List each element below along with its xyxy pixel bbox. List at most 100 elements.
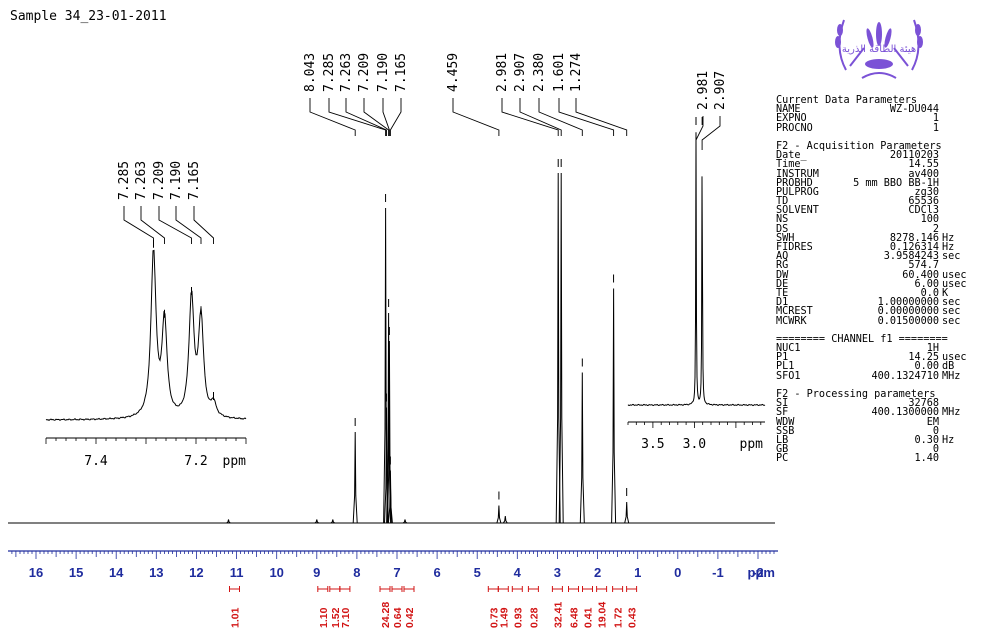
main-spectrum-trace — [8, 159, 775, 524]
inset-leader-line — [175, 206, 202, 244]
param-value: 0.30 — [914, 434, 939, 446]
inset-peak-label: 7.209 — [152, 161, 167, 200]
param-row: TD 65536 — [776, 196, 972, 208]
inset-peak-label: 7.190 — [169, 161, 184, 200]
integral-value: 24.28 — [380, 602, 392, 628]
integral-value: 32.41 — [552, 602, 564, 628]
axis-tick-label: 16 — [29, 565, 43, 580]
param-name: RG — [776, 260, 789, 272]
param-name: PROCNO — [776, 122, 813, 134]
spectrum-peak — [611, 288, 617, 524]
spectrum-peak — [624, 501, 630, 524]
param-unit — [939, 151, 972, 160]
axis-tick-label: -1 — [712, 565, 724, 580]
param-value: 100 — [920, 214, 939, 226]
param-unit: MHz — [942, 370, 961, 382]
param-value-group: 20110203 — [889, 150, 972, 162]
integral-value: 0.93 — [512, 607, 524, 628]
param-value: av400 — [908, 168, 939, 180]
inset-axis-label: ppm — [740, 437, 764, 452]
param-row: Date_ 20110203 — [776, 150, 972, 162]
leader-line — [389, 98, 402, 136]
axis-tick-label: -2 — [752, 565, 764, 580]
param-value: 60.400 — [902, 269, 939, 281]
param-unit: sec — [942, 297, 961, 309]
param-value-group: 5 mm BBO BB-1H — [853, 177, 972, 189]
param-value: 0.00 — [914, 361, 939, 373]
param-unit — [939, 418, 972, 427]
leader-line — [538, 98, 583, 136]
param-value: CDCl3 — [908, 205, 939, 217]
param-value: 20110203 — [889, 150, 939, 162]
integral-value: 1.10 — [318, 607, 330, 628]
leader-line — [519, 98, 562, 136]
param-unit — [939, 206, 972, 215]
param-name: INSTRUM — [776, 168, 819, 180]
integral-value: 1.01 — [230, 607, 242, 628]
param-name: EXPNO — [776, 113, 807, 125]
param-name: Date_ — [776, 150, 807, 162]
param-name: SI — [776, 398, 789, 410]
inset-peak-label: 7.165 — [187, 161, 202, 200]
param-unit: Hz — [942, 434, 955, 446]
integral-value: 7.10 — [340, 607, 352, 628]
param-unit — [939, 445, 972, 454]
spectrum-peak — [387, 470, 393, 524]
peak-label: 7.285 — [322, 53, 337, 92]
param-value: 1.00000000 — [877, 297, 939, 309]
axis-tick-label: 13 — [149, 565, 163, 580]
param-value: 5 mm BBO BB-1H — [853, 177, 939, 189]
spectrum-peak — [330, 519, 336, 524]
spectrum-peak — [386, 312, 392, 524]
param-value: 65536 — [908, 196, 939, 208]
leader-line — [345, 98, 387, 136]
param-unit: usec — [942, 269, 967, 281]
param-name: FIDRES — [776, 242, 813, 253]
param-value: 0.126314 — [889, 242, 939, 253]
param-unit: Hz — [942, 232, 955, 244]
param-value: 1 — [932, 122, 939, 134]
peak-label: 8.043 — [303, 53, 318, 92]
param-name: DE — [776, 278, 789, 290]
param-name: AQ — [776, 251, 789, 263]
axis-label: ppm — [748, 565, 775, 580]
param-unit — [939, 124, 972, 133]
spectrum-peak — [558, 172, 564, 524]
integral-bracket — [551, 586, 563, 592]
leader-line — [328, 98, 387, 136]
axis-tick-label: 3 — [554, 565, 561, 580]
param-unit — [939, 170, 972, 179]
integral-bracket — [511, 586, 523, 592]
param-unit — [939, 160, 972, 169]
inset-leader-line — [701, 116, 721, 150]
inset-tick-label: 3.5 — [641, 437, 664, 452]
param-name: TD — [776, 196, 789, 208]
param-name: DS — [776, 223, 789, 235]
param-value-group: 0 — [933, 444, 972, 454]
spectrum-peak — [352, 431, 358, 524]
